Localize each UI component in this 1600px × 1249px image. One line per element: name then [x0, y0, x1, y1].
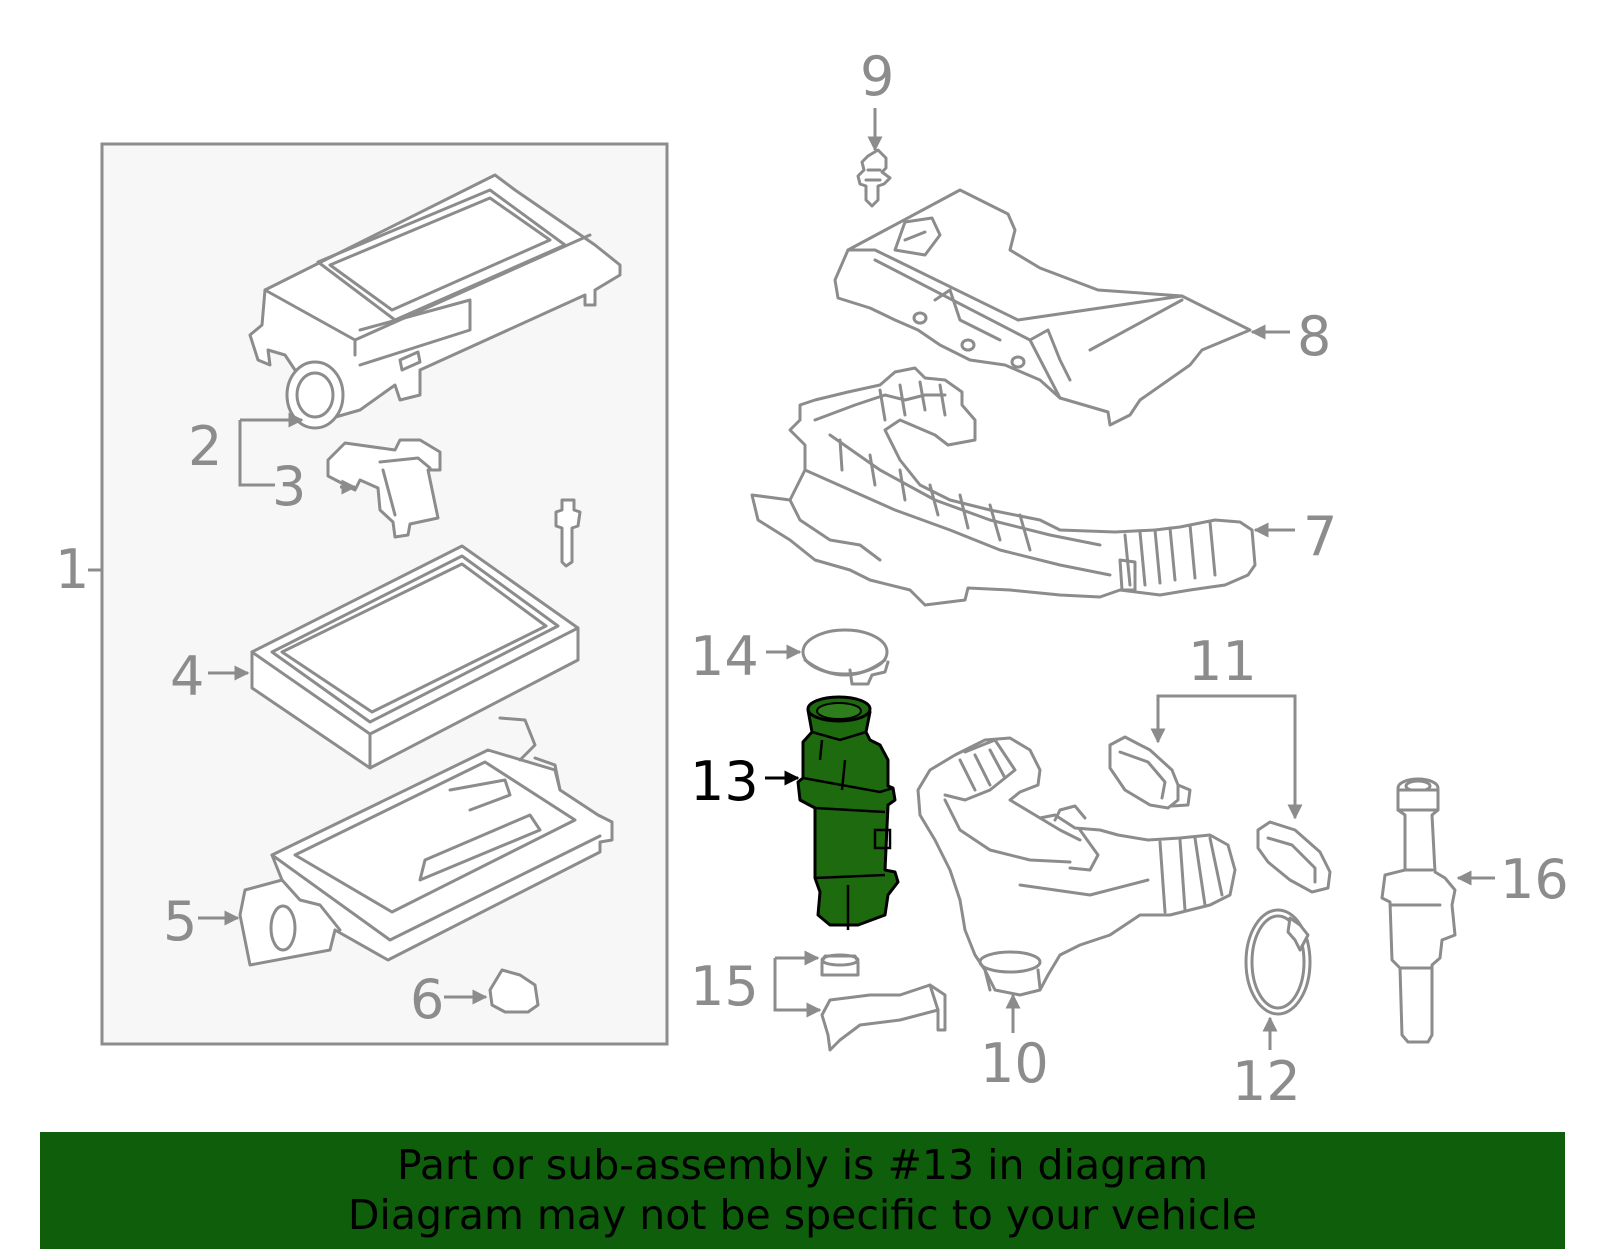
callout-2: 2: [188, 415, 222, 478]
banner-line-disclaimer: Diagram may not be specific to your vehi…: [347, 1191, 1258, 1239]
mass-airflow-sensor-part: [326, 438, 442, 539]
seal-part-upper: [1108, 735, 1192, 810]
callout-11: 11: [1188, 630, 1257, 693]
air-intake-hose-part: [916, 736, 1237, 997]
duct-clamp-part: [1244, 908, 1312, 1016]
leader-lines: [88, 108, 1495, 1050]
callout-10: 10: [980, 1032, 1049, 1095]
upper-housing-part: [248, 173, 622, 430]
lower-housing-part: [238, 716, 614, 967]
seal-part-lower: [1256, 820, 1332, 894]
callout-7: 7: [1303, 505, 1337, 568]
callout-labels: 1 2 3 4 5 6 7 8 9 10 11 12 13 14 15 16: [55, 45, 1569, 1113]
engine-cover-part: [833, 188, 1252, 427]
callout-14: 14: [690, 625, 759, 688]
callout-9: 9: [860, 45, 894, 108]
callout-16: 16: [1500, 848, 1569, 911]
air-filter-element-part: [250, 544, 580, 770]
callout-3: 3: [272, 455, 306, 518]
bracket-part: [820, 953, 947, 1052]
callout-8: 8: [1297, 305, 1331, 368]
intake-duct-part: [750, 366, 1257, 607]
push-clip-part: [856, 148, 892, 208]
hose-clamp-part: [801, 628, 890, 686]
resonator-part-13: [796, 695, 900, 930]
grommet-part: [488, 968, 540, 1014]
banner-line-part-number: Part or sub-assembly is #13 in diagram: [396, 1141, 1209, 1189]
callout-13: 13: [690, 750, 759, 813]
valve-part: [1380, 777, 1457, 1044]
callout-15: 15: [690, 955, 759, 1018]
info-banner: Part or sub-assembly is #13 in diagram D…: [40, 1132, 1565, 1249]
clip-part: [554, 498, 582, 568]
callout-12: 12: [1232, 1050, 1301, 1113]
callout-4: 4: [170, 645, 204, 708]
callout-6: 6: [410, 968, 444, 1031]
callout-5: 5: [163, 890, 197, 953]
parts-diagram: 1 2 3 4 5 6 7 8 9 10 11 12 13 14 15 16: [55, 45, 1569, 1113]
callout-1: 1: [55, 538, 89, 601]
